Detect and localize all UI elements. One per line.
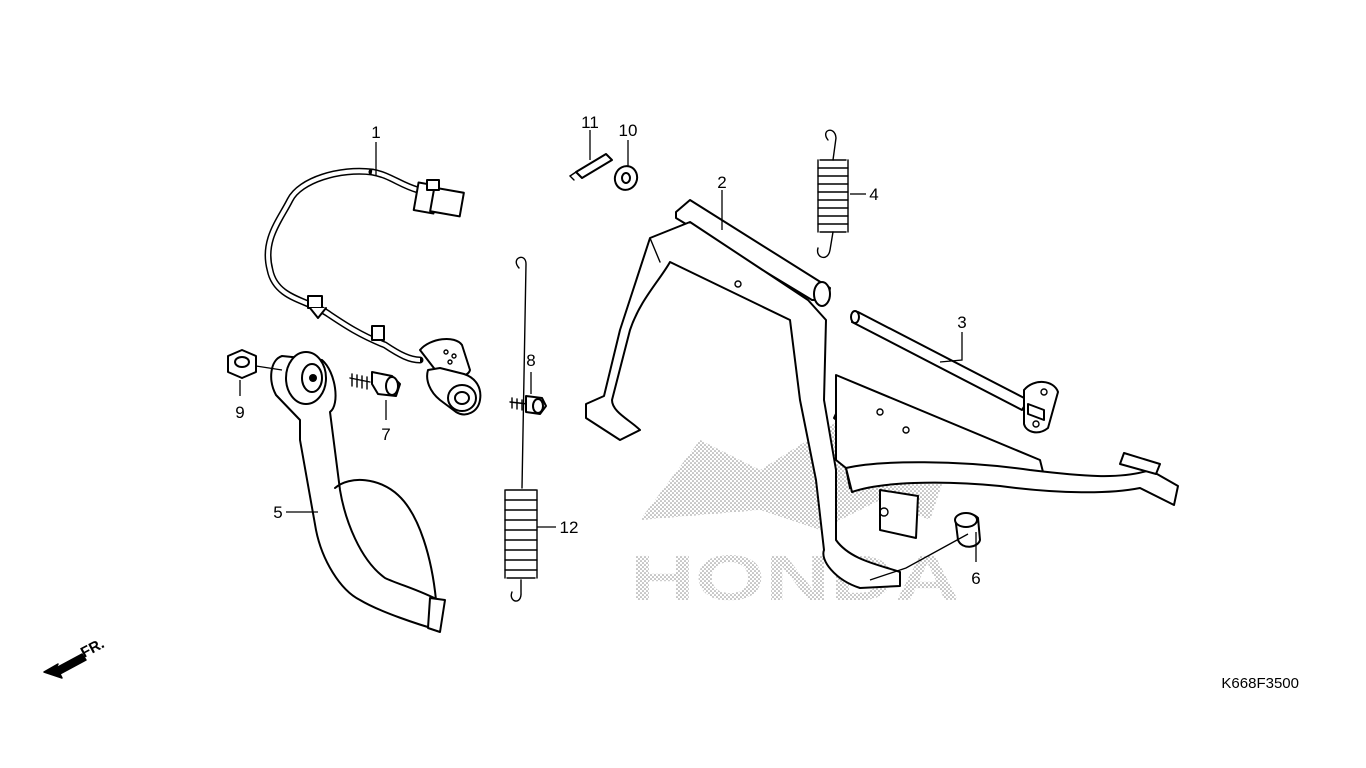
leader-lines: [239, 130, 977, 581]
part-9-nut: [227, 349, 257, 379]
part-4-spring: [816, 129, 849, 258]
part-11-cotter-pin: [568, 153, 613, 181]
part-10-washer: [613, 165, 639, 191]
callout-12: 12: [560, 518, 579, 537]
leader-9: [239, 365, 283, 396]
diagram-code: K668F3500: [1221, 675, 1299, 692]
part-2-main-stand: [585, 199, 1179, 589]
callout-8: 8: [526, 351, 535, 370]
part-8-bolt: [509, 395, 547, 415]
part-12-spring: [504, 256, 538, 602]
callout-6: 6: [971, 569, 980, 588]
part-5-pedal-arm: [270, 351, 446, 633]
callout-7: 7: [381, 425, 390, 444]
callout-1: 1: [371, 123, 380, 142]
callout-9: 9: [235, 403, 244, 422]
callout-numbers: 1 2 3 4 5 6 7 8 9 10 11 12: [235, 113, 980, 588]
callout-10: 10: [619, 121, 638, 140]
callout-4: 4: [869, 185, 878, 204]
leader-3: [939, 332, 963, 363]
callout-11: 11: [581, 113, 599, 132]
front-arrow-icon: [43, 653, 87, 679]
callout-2: 2: [717, 173, 726, 192]
part-7-bolt: [349, 371, 401, 397]
part-1-sensor-harness: [264, 167, 482, 416]
part-3-shaft: [850, 310, 1059, 434]
leader-6: [869, 532, 977, 581]
watermark-text: HONDA: [630, 542, 960, 614]
front-direction-marker: FR.: [43, 635, 107, 679]
part-6-stopper: [954, 512, 981, 548]
callout-3: 3: [957, 313, 966, 332]
callout-5: 5: [273, 503, 282, 522]
